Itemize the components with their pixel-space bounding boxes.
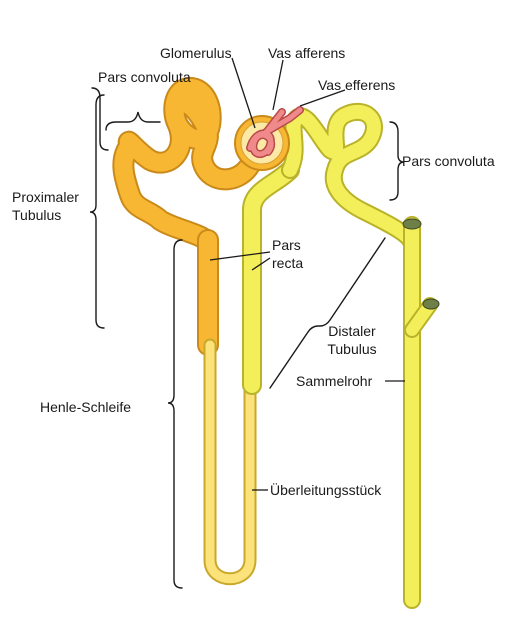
label-distaler-tubulus: Distaler Tubulus [312, 322, 392, 358]
label-proximaler-line2: Tubulus [12, 206, 79, 224]
label-proximaler-tubulus: Proximaler Tubulus [12, 188, 79, 224]
label-vas-afferens: Vas afferens [268, 44, 345, 62]
label-pars-recta-line1: Pars [272, 236, 303, 254]
distal-convoluted-tubule [290, 112, 410, 240]
label-pars-recta-line2: recta [272, 254, 303, 272]
label-pars-recta: Pars recta [272, 236, 303, 272]
label-ueberleitungsstueck: Überleitungsstück [270, 481, 381, 499]
label-henle-schleife: Henle-Schleife [40, 398, 131, 416]
leader-glomerulus [232, 58, 255, 128]
label-pars-convoluta-left: Pars convoluta [98, 68, 191, 86]
brace-proximaler-tubulus [90, 95, 104, 328]
brace-henle-schleife [168, 240, 182, 588]
collecting-duct [412, 225, 430, 600]
label-proximaler-line1: Proximaler [12, 188, 79, 206]
label-glomerulus: Glomerulus [160, 44, 232, 62]
label-sammelrohr: Sammelrohr [296, 372, 372, 390]
proximal-convoluted-tubule [123, 88, 250, 245]
label-pars-convoluta-right: Pars convoluta [402, 152, 495, 170]
leader-vas-afferens [273, 60, 283, 110]
label-distaler-line2: Tubulus [312, 340, 392, 358]
label-distaler-line1: Distaler [312, 322, 392, 340]
collecting-duct-cap-branch [423, 299, 439, 309]
brace-pars-convoluta-top [106, 112, 160, 130]
label-vas-efferens: Vas efferens [318, 76, 395, 94]
collecting-duct-cap-top [403, 219, 421, 229]
brace-pars-convoluta-left [92, 88, 108, 150]
distal-pars-recta [252, 170, 290, 385]
